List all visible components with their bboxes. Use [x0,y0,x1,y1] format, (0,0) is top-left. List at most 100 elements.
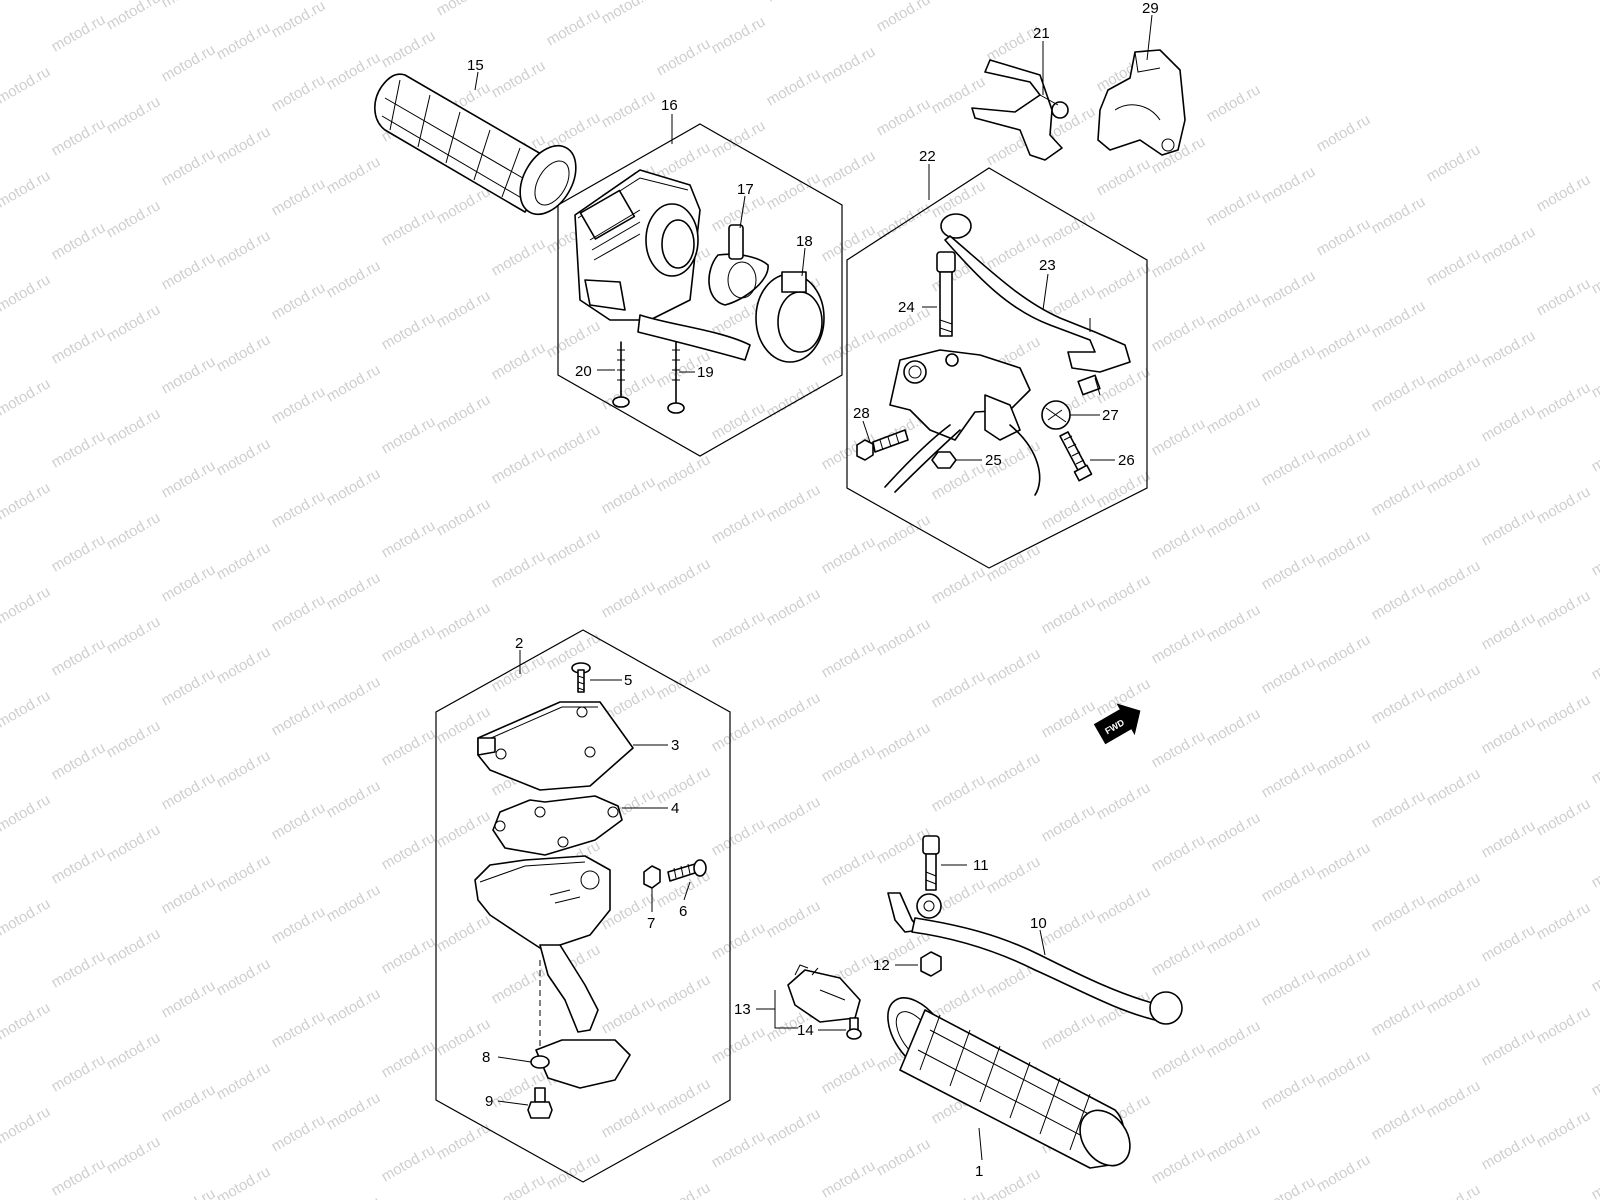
watermark-text: motod.ru [1204,705,1264,749]
part-5-screw [571,662,591,693]
watermark-text: motod.ru [1424,1181,1484,1200]
callout-19: 19 [697,364,714,381]
part-1-grip [887,997,1131,1169]
part-7-nut [643,865,661,889]
part-27-washer [1041,400,1071,430]
watermark-text: motod.ru [1204,809,1264,853]
watermark-text: motod.ru [1094,259,1154,303]
watermark-text: motod.ru [489,1171,549,1200]
watermark-text: motod.ru [324,1089,384,1133]
watermark-text: motod.ru [764,0,824,5]
watermark-text: motod.ru [1369,787,1429,831]
watermark-text: motod.ru [1534,1003,1594,1047]
part-6-bolt [667,859,707,882]
part-21-bracket [971,59,1069,161]
watermark-text: motod.ru [159,0,219,11]
watermark-text: motod.ru [489,651,549,695]
part-19-screw [667,341,685,414]
watermark-text: motod.ru [1204,497,1264,541]
callout-6: 6 [679,903,687,920]
watermark-text: motod.ru [104,613,164,657]
watermark-text: motod.ru [434,599,494,643]
watermark-text: motod.ru [1369,475,1429,519]
watermark-text: motod.ru [1589,639,1600,683]
watermark-text: motod.ru [1259,549,1319,593]
watermark-text: motod.ru [1259,341,1319,385]
watermark-text: motod.ru [1534,171,1594,215]
watermark-text: motod.ru [269,799,329,843]
callout-21: 21 [1033,25,1050,42]
watermark-text: motod.ru [1314,527,1374,571]
part-26-adjuster [1059,431,1093,482]
watermark-text: motod.ru [1039,905,1099,949]
watermark-text: motod.ru [1589,847,1600,891]
watermark-text: motod.ru [1039,489,1099,533]
watermark-text: motod.ru [654,659,714,703]
watermark-text: motod.ru [49,843,109,887]
watermark-text: motod.ru [159,145,219,189]
watermark-text: motod.ru [49,115,109,159]
watermark-text: motod.ru [709,117,769,161]
watermark-text: motod.ru [599,87,659,131]
part-8-washer [530,1055,550,1069]
watermark-text: motod.ru [214,1059,274,1103]
watermark-text: motod.ru [104,1029,164,1073]
watermark-text: motod.ru [269,279,329,323]
watermark-text: motod.ru [49,531,109,575]
watermark-text: motod.ru [1534,899,1594,943]
watermark-text: motod.ru [269,903,329,947]
watermark-text: motod.ru [709,919,769,963]
part-14-screw [846,1017,862,1040]
callout-7: 7 [647,915,655,932]
watermark-text: motod.ru [544,1149,604,1193]
watermark-text: motod.ru [49,323,109,367]
watermark-text: motod.ru [159,1185,219,1200]
watermark-text: motod.ru [159,1081,219,1125]
callout-9: 9 [485,1093,493,1110]
watermark-text: motod.ru [0,167,53,211]
watermark-text: motod.ru [1314,319,1374,363]
watermark-text: motod.ru [214,331,274,375]
watermark-text: motod.ru [104,1133,164,1177]
watermark-text: motod.ru [104,717,164,761]
watermark-text: motod.ru [819,1053,879,1097]
watermark-text: motod.ru [874,615,934,659]
callout-24: 24 [898,299,915,316]
watermark-text: motod.ru [819,741,879,785]
watermark-text: motod.ru [1479,609,1539,653]
watermark-text: motod.ru [324,569,384,613]
callout-27: 27 [1102,407,1119,424]
watermark-text: motod.ru [214,123,274,167]
watermark-text: motod.ru [1259,445,1319,489]
part-11-pivot-bolt [922,835,940,891]
watermark-text: motod.ru [544,5,604,49]
watermark-text: motod.ru [709,503,769,547]
part-lever-holder [884,349,1041,496]
watermark-text: motod.ru [0,0,53,3]
watermark-text: motod.ru [764,585,824,629]
watermark-text: motod.ru [654,763,714,807]
watermark-text: motod.ru [874,95,934,139]
callout-11: 11 [973,857,989,874]
watermark-text: motod.ru [1314,735,1374,779]
watermark-text: motod.ru [709,607,769,651]
callout-1: 1 [975,1163,983,1180]
callout-2: 2 [515,635,523,652]
callout-14: 14 [797,1022,814,1039]
part-18-clamp-ring [755,271,825,363]
watermark-text: motod.ru [1314,1151,1374,1195]
watermark-text: motod.ru [764,897,824,941]
watermark-text: motod.ru [214,643,274,687]
watermark-text: motod.ru [214,851,274,895]
watermark-text: motod.ru [1314,215,1374,259]
watermark-text: motod.ru [709,1023,769,1067]
watermark-text: motod.ru [1149,1143,1209,1187]
watermark-text: motod.ru [1259,163,1319,207]
watermark-text: motod.ru [1204,81,1264,125]
watermark-text: motod.ru [379,517,439,561]
watermark-text: motod.ru [214,435,274,479]
watermark-text: motod.ru [434,1119,494,1163]
watermark-text: motod.ru [269,591,329,635]
watermark-text: motod.ru [874,719,934,763]
